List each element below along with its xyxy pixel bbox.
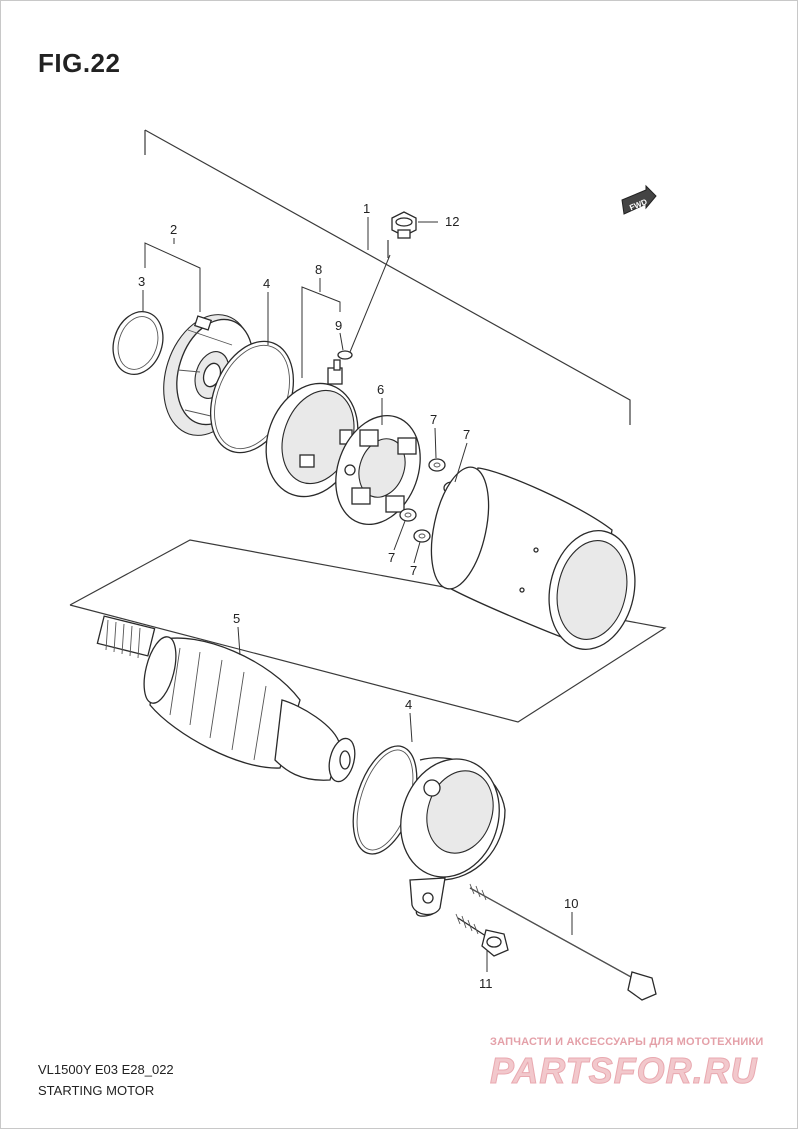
callout-10: 10 — [564, 896, 578, 911]
insulator-part-7-a — [428, 458, 446, 472]
callout-4-upper: 4 — [263, 276, 270, 291]
armature-part-5 — [96, 615, 356, 783]
callouts: 1 2 3 4 8 9 12 6 7 7 7 7 5 4 10 11 — [138, 201, 578, 991]
bolt-part-11 — [455, 913, 509, 957]
watermark-tagline: ЗАПЧАСТИ И АКСЕССУАРЫ ДЛЯ МОТОТЕХНИКИ — [490, 1036, 764, 1048]
callout-8: 8 — [315, 262, 322, 277]
through-bolt-part-10 — [469, 883, 657, 1001]
callout-11: 11 — [479, 976, 493, 991]
leader-lines — [142, 217, 573, 972]
brush-plate-part-6 — [335, 414, 421, 526]
callout-12: 12 — [445, 214, 459, 229]
callout-2: 2 — [170, 222, 177, 237]
assembly-outline-lower — [69, 539, 667, 723]
callout-6: 6 — [377, 382, 384, 397]
figure-title: FIG.22 — [38, 48, 121, 78]
nut-part-12 — [391, 211, 417, 239]
callout-7-d: 7 — [410, 563, 417, 578]
callout-9: 9 — [335, 318, 342, 333]
rear-housing — [400, 757, 506, 917]
washer-part-9 — [337, 350, 353, 360]
callout-3: 3 — [138, 274, 145, 289]
o-ring-part-3 — [112, 311, 164, 375]
callout-4-lower: 4 — [405, 697, 412, 712]
insulator-part-7-d — [413, 529, 431, 543]
section-name: STARTING MOTOR — [38, 1083, 155, 1098]
assembly-outline-upper — [144, 129, 631, 425]
model-code: VL1500Y E03 E28_022 — [38, 1062, 174, 1077]
callout-1: 1 — [363, 201, 370, 216]
callout-5: 5 — [233, 611, 240, 626]
watermark-logo: PARTSFOR.RU — [490, 1050, 758, 1092]
callout-7-a: 7 — [430, 412, 437, 427]
callout-7-b: 7 — [463, 427, 470, 442]
motor-yoke-case — [430, 466, 636, 650]
brush-holder-ring-part-8 — [265, 359, 359, 498]
fwd-direction-arrow: FWD — [621, 184, 657, 215]
callout-7-c: 7 — [388, 550, 395, 565]
insulator-part-7-c — [399, 508, 417, 522]
